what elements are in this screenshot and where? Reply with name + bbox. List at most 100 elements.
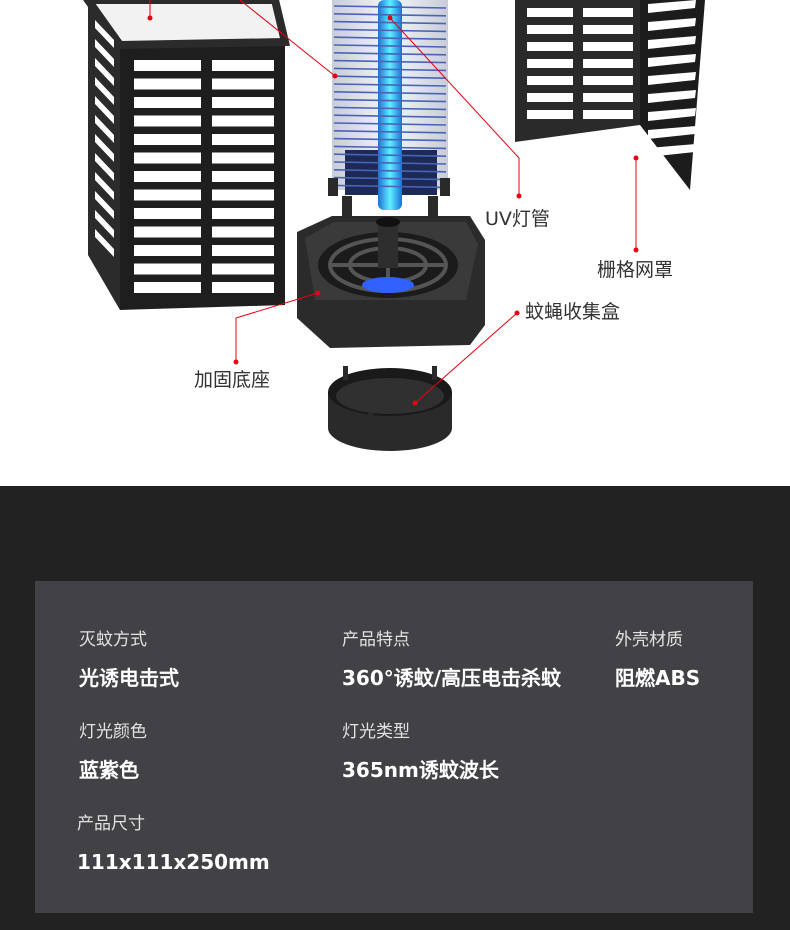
grille-side-slot [648, 108, 696, 121]
grille-side-slot [95, 153, 114, 181]
spec-value-light-type: 365nm诱蚊波长 [342, 758, 499, 782]
exploded-view-illustration [83, 0, 705, 451]
callout-leader-lines [147, 0, 639, 406]
coil-ring [333, 106, 447, 111]
grille-side-slot [648, 36, 696, 49]
grille-slot [583, 76, 633, 85]
grille-slot [134, 152, 201, 164]
coil-ring [333, 184, 447, 189]
coil-ring [333, 52, 447, 56]
coil-ring [333, 114, 447, 118]
grille-slot [212, 263, 274, 275]
coil-ring [333, 28, 447, 33]
grille-slot [212, 115, 274, 127]
grille-side-slot [95, 134, 114, 162]
grille-side-slot [95, 172, 114, 200]
grille-slot [134, 226, 201, 238]
spec-label-features: 产品特点 [342, 630, 410, 650]
grille-slot [212, 78, 274, 90]
spec-panel: 灭蚊方式 光诱电击式 产品特点 360°诱蚊/高压电击杀蚊 外壳材质 阻燃ABS… [35, 581, 753, 913]
grille-slot [212, 245, 274, 256]
grille-slot [212, 60, 274, 71]
coil-ring [333, 36, 447, 40]
coil-ring [333, 91, 447, 95]
spec-section: 灭蚊方式 光诱电击式 产品特点 360°诱蚊/高压电击杀蚊 外壳材质 阻燃ABS… [0, 486, 790, 930]
grille-slot [212, 152, 274, 164]
spec-value-light-color: 蓝紫色 [79, 758, 139, 782]
reinforced-base [297, 216, 485, 348]
grille-side-slot [648, 126, 696, 139]
grille-slot [212, 171, 274, 182]
mosquito-collection-box [328, 366, 452, 451]
coil-ring [333, 20, 447, 25]
grille-slot [134, 78, 201, 90]
grille-slot [527, 25, 573, 34]
grille-slot [212, 208, 274, 219]
coil-ring [333, 137, 447, 142]
right-grille-cover [515, 0, 705, 190]
grille-side-slot [648, 72, 696, 85]
grille-side-slot [648, 0, 696, 13]
grille-slot [212, 134, 274, 145]
grille-slot [212, 226, 274, 238]
grille-slot [583, 42, 633, 51]
coil-ring [333, 59, 447, 64]
grille-slot [212, 97, 274, 108]
left-grille-cover [83, 0, 291, 310]
spec-label-light-type: 灯光类型 [342, 722, 410, 742]
grille-slot [527, 93, 573, 102]
grille-side-slot [648, 144, 696, 157]
spec-value-material: 阻燃ABS [615, 666, 701, 690]
grille-slot [583, 8, 633, 17]
grille-slot [212, 282, 274, 293]
grille-slot [134, 189, 201, 201]
right-grille-slats [527, 8, 633, 119]
coil-ring [333, 153, 447, 157]
grille-side-slot [648, 90, 696, 103]
coil-ring [333, 130, 447, 134]
callout-grille-cover: 栅格网罩 [597, 259, 674, 281]
left-grille-side-slats [95, 20, 114, 257]
grille-slot [134, 245, 201, 256]
grille-slot [583, 110, 633, 119]
left-grille-slats [134, 60, 274, 293]
coil-ring [333, 67, 447, 72]
callout-uv-tube: UV灯管 [485, 208, 550, 230]
coil-ring [333, 122, 447, 126]
grille-slot [134, 60, 201, 71]
coil-ring [333, 161, 447, 165]
coil-ring [333, 176, 447, 181]
coil-ring [333, 5, 447, 9]
grille-side-slot [95, 210, 114, 238]
grille-slot [527, 110, 573, 119]
grille-slot [583, 25, 633, 34]
callout-base: 加固底座 [194, 369, 271, 391]
spec-label-size: 产品尺寸 [77, 814, 145, 834]
grille-side-slot [95, 96, 114, 124]
electric-grid-coil [333, 5, 447, 189]
grille-slot [134, 171, 201, 182]
grille-slot [134, 134, 201, 145]
grille-side-slot [95, 20, 114, 48]
uv-lamp-core [328, 0, 450, 218]
grille-slot [134, 97, 201, 108]
spec-label-kill-method: 灭蚊方式 [79, 630, 147, 650]
grille-slot [583, 59, 633, 68]
right-grille-side-slats [648, 0, 696, 157]
grille-side-slot [95, 115, 114, 143]
coil-ring [333, 169, 447, 173]
coil-ring [333, 83, 447, 87]
spec-value-features: 360°诱蚊/高压电击杀蚊 [342, 666, 562, 690]
coil-ring [333, 145, 447, 150]
grille-slot [212, 189, 274, 201]
callout-mosquito-box: 蚊蝇收集盒 [525, 301, 621, 323]
coil-ring [333, 75, 447, 79]
exploded-product-diagram: UV灯管 栅格网罩 蚊蝇收集盒 加固底座 [83, 0, 705, 451]
grille-slot [134, 115, 201, 127]
spec-label-material: 外壳材质 [615, 630, 683, 650]
grille-side-slot [95, 58, 114, 86]
grille-slot [527, 42, 573, 51]
grille-slot [134, 208, 201, 219]
grille-side-slot [648, 54, 696, 67]
spec-label-light-color: 灯光颜色 [79, 722, 147, 742]
